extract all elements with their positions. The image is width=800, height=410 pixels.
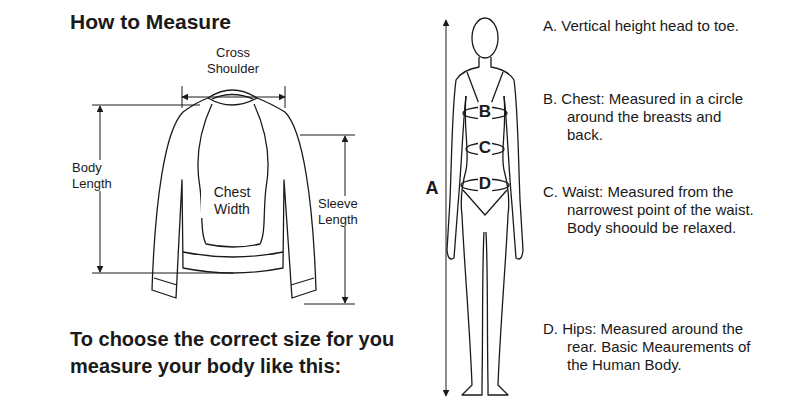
caption: To choose the correct size for you measu…: [70, 326, 445, 380]
measure-lines: [92, 86, 355, 304]
dimension-label: Cross Shoulder: [197, 45, 269, 76]
dimension-label: Chest Width: [201, 184, 263, 218]
callout-letter: D: [478, 174, 492, 194]
dimension-label: Sleeve Length: [318, 196, 374, 227]
sweater-drawing: [152, 90, 316, 298]
title: How to Measure: [70, 9, 231, 34]
body-figure: [447, 18, 523, 395]
dimension-label: Body Length: [72, 160, 130, 191]
description-note: D. Hips: Measured around the rear. Basic…: [543, 320, 758, 374]
description-note: C. Waist: Measured from the narrowest po…: [543, 183, 758, 237]
description-note: B. Chest: Measured in a circle around th…: [543, 90, 758, 144]
callout-letter: C: [478, 138, 492, 158]
description-note: A. Vertical height head to toe.: [543, 17, 758, 35]
callout-letter: A: [425, 178, 439, 200]
height-line: [446, 20, 447, 396]
callout-letter: B: [478, 102, 492, 122]
